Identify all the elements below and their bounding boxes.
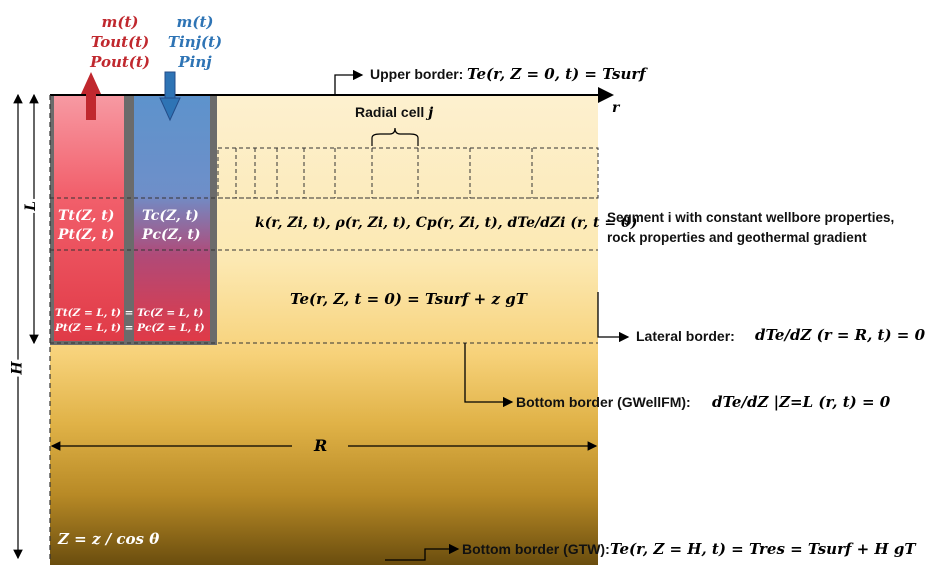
upper-border-connector bbox=[305, 69, 364, 96]
gwellfm-label: Bottom border (GWellFM): bbox=[516, 394, 691, 410]
radial-cells bbox=[217, 147, 599, 199]
injection-mass: m(t) bbox=[176, 13, 214, 31]
annulus bbox=[134, 95, 210, 341]
tube-wall bbox=[124, 95, 134, 341]
outflow-arrow-icon bbox=[81, 72, 101, 120]
r-axis-label: r bbox=[612, 100, 620, 116]
outflow-temperature: Tout(t) bbox=[90, 33, 150, 51]
radial-cell-brace bbox=[371, 127, 419, 146]
gtw-formula: Te(r, Z = H, t) = Tres = Tsurf + H gT bbox=[610, 540, 916, 558]
annulus-state: Tc(Z, t) Pc(Z, t) bbox=[142, 208, 201, 243]
segment-label: Segment i with constant wellbore propert… bbox=[607, 210, 895, 245]
injection-arrow-icon bbox=[159, 71, 181, 122]
lateral-border-formula: dTe/dZ (r = R, t) = 0 bbox=[755, 326, 926, 344]
gtw-label: Bottom border (GTW): bbox=[462, 541, 610, 557]
bottom-hole-condition: Tt(Z = L, t) = Tc(Z = L, t) Pt(Z = L, t)… bbox=[55, 307, 205, 334]
h-label: H bbox=[9, 359, 26, 377]
l-label: L bbox=[22, 199, 39, 213]
lateral-border-connector bbox=[597, 292, 630, 343]
gtw-connector bbox=[385, 543, 460, 561]
z-definition: Z = z / cos θ bbox=[58, 530, 160, 548]
initial-condition: Te(r, Z, t = 0) = Tsurf + z gT bbox=[290, 290, 527, 308]
segment-formula: k(r, Zi, t), ρ(r, Zi, t), Cp(r, Zi, t), … bbox=[255, 215, 638, 231]
tube-state: Tt(Z, t) Pt(Z, t) bbox=[58, 208, 115, 243]
lateral-border-label: Lateral border: bbox=[636, 328, 735, 344]
injection-temperature: Tinj(t) bbox=[167, 33, 223, 51]
r-domain-label: R bbox=[314, 436, 328, 455]
radial-cell-label: Radial cell j bbox=[355, 104, 434, 121]
upper-border-label: Upper border: bbox=[370, 66, 464, 82]
inner-tube bbox=[54, 95, 124, 341]
outflow-pressure: Pout(t) bbox=[90, 53, 150, 71]
injection-pressure: Pinj bbox=[178, 53, 212, 71]
upper-border-formula: Te(r, Z = 0, t) = Tsurf bbox=[467, 65, 646, 83]
injection-labels: m(t) Tinj(t) Pinj bbox=[155, 12, 235, 72]
gwellfm-formula: dTe/dZ |Z=L (r, t) = 0 bbox=[712, 393, 891, 411]
outflow-mass: m(t) bbox=[101, 13, 139, 31]
outflow-labels: m(t) Tout(t) Pout(t) bbox=[80, 12, 160, 72]
gwellfm-connector bbox=[464, 343, 514, 408]
